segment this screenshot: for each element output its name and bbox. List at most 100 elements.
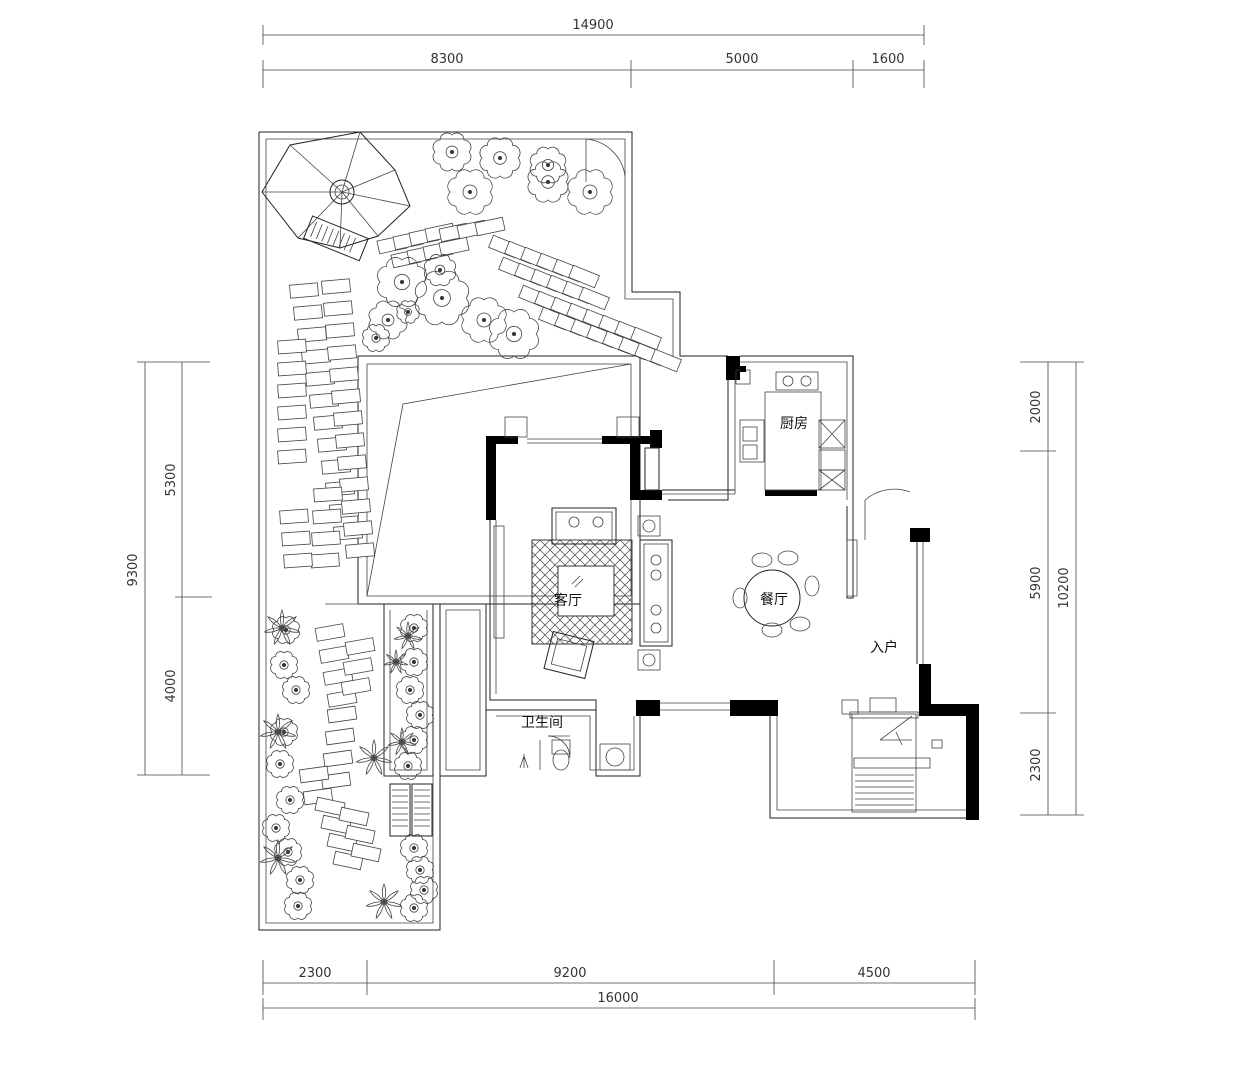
wall-living-ne-pier (630, 436, 640, 498)
dining-set (732, 550, 820, 638)
shrub (400, 648, 428, 676)
shrub (432, 132, 472, 172)
palm-plant (387, 726, 417, 756)
paver-stone (279, 508, 309, 525)
shrub (447, 169, 493, 215)
paver-stone (578, 286, 610, 311)
paver-stone (277, 426, 307, 443)
paver-stone (311, 530, 341, 547)
dim-left-seg-1: 5300 (164, 463, 179, 496)
dim-top-seg-3: 1600 (871, 52, 904, 67)
paver-stone (277, 448, 307, 465)
dim-top-total: 14900 (572, 18, 613, 33)
paver-stone (325, 322, 355, 339)
paver-stone (338, 806, 370, 827)
paver-stone (321, 278, 351, 295)
paver-stone (313, 486, 343, 503)
shrub (406, 856, 434, 884)
paver-stone (350, 842, 382, 863)
shrub (270, 651, 298, 679)
dim-bottom-seg-2: 9200 (553, 966, 586, 981)
paver-stone (344, 637, 376, 656)
dim-right-seg-1: 2000 (1029, 390, 1044, 423)
paver-stone (343, 520, 373, 537)
shrub (276, 786, 304, 814)
wall-living-north-left (486, 436, 518, 444)
paver-stone (281, 530, 311, 547)
paver-stone (324, 727, 356, 746)
palm-plant (393, 620, 423, 650)
shrub (529, 146, 567, 184)
paver-stone (340, 677, 372, 696)
palm-plant (259, 838, 297, 876)
drain-grates (389, 783, 433, 837)
dimension-top: 14900 8300 5000 1600 (262, 18, 925, 88)
dimension-right: 2000 5900 2300 10200 (1020, 361, 1084, 816)
paver-stone (322, 749, 354, 768)
shrub (396, 300, 420, 324)
shrub (567, 169, 613, 215)
shrub (262, 814, 290, 842)
paver-stone (329, 366, 359, 383)
shrub (286, 866, 314, 894)
kitchen-fixtures (739, 371, 846, 491)
shrub (282, 676, 310, 704)
shrub (489, 309, 539, 359)
sun-lounger (302, 215, 369, 262)
dim-left-seg-2: 4000 (164, 669, 179, 702)
paver-stone (344, 824, 376, 845)
paver-stone (333, 410, 363, 427)
paver-stone (323, 300, 353, 317)
paver-stone (277, 404, 307, 421)
paver-stone (326, 705, 358, 724)
paver-stone (293, 304, 323, 321)
room-labels: 厨房 客厅 餐厅 入户 卫生间 (521, 416, 898, 731)
shrub (368, 300, 408, 340)
paver-stone (283, 552, 313, 569)
dim-top-seg-2: 5000 (725, 52, 758, 67)
palm-plant (259, 712, 297, 750)
paver-stone (312, 508, 342, 525)
wall-kitchen-nw (726, 356, 740, 380)
paver-stone (339, 476, 369, 493)
paver-stone (474, 216, 506, 237)
dim-bottom-seg-3: 4500 (857, 966, 890, 981)
dim-top-seg-1: 8300 (430, 52, 463, 67)
shrub (424, 254, 456, 286)
bathroom-fixtures (519, 739, 631, 771)
paver-stone (438, 236, 470, 257)
coffee-table (557, 565, 615, 617)
palm-plant (263, 608, 301, 646)
shrub (400, 894, 428, 922)
label-kitchen: 厨房 (780, 416, 808, 432)
shrub (394, 752, 422, 780)
palm-plant (383, 648, 409, 674)
shrub (414, 270, 470, 326)
paver-stone (327, 344, 357, 361)
wall-entry-east-top (910, 528, 930, 542)
shrub (406, 701, 434, 729)
paver-stone (318, 645, 350, 664)
living-furniture (531, 507, 673, 680)
label-entry: 入户 (870, 639, 898, 656)
dim-bottom-seg-1: 2300 (298, 966, 331, 981)
shrub (362, 324, 390, 352)
wall-living-west-upper (486, 436, 496, 520)
dim-right-seg-3: 2300 (1029, 748, 1044, 781)
paver-stone (650, 348, 682, 373)
paver-stone (342, 657, 374, 676)
garden-palms (259, 608, 423, 920)
shrub (396, 676, 424, 704)
paver-stone (298, 765, 330, 784)
shrub (479, 137, 521, 179)
paver-stone (314, 623, 346, 642)
shrub (461, 297, 507, 343)
label-bathroom: 卫生间 (521, 715, 563, 731)
paver-stone (277, 360, 307, 377)
shrub (410, 876, 438, 904)
garden-outline (258, 131, 728, 931)
label-living: 客厅 (554, 592, 582, 609)
palm-plant (365, 882, 403, 920)
paver-stone (341, 498, 371, 515)
